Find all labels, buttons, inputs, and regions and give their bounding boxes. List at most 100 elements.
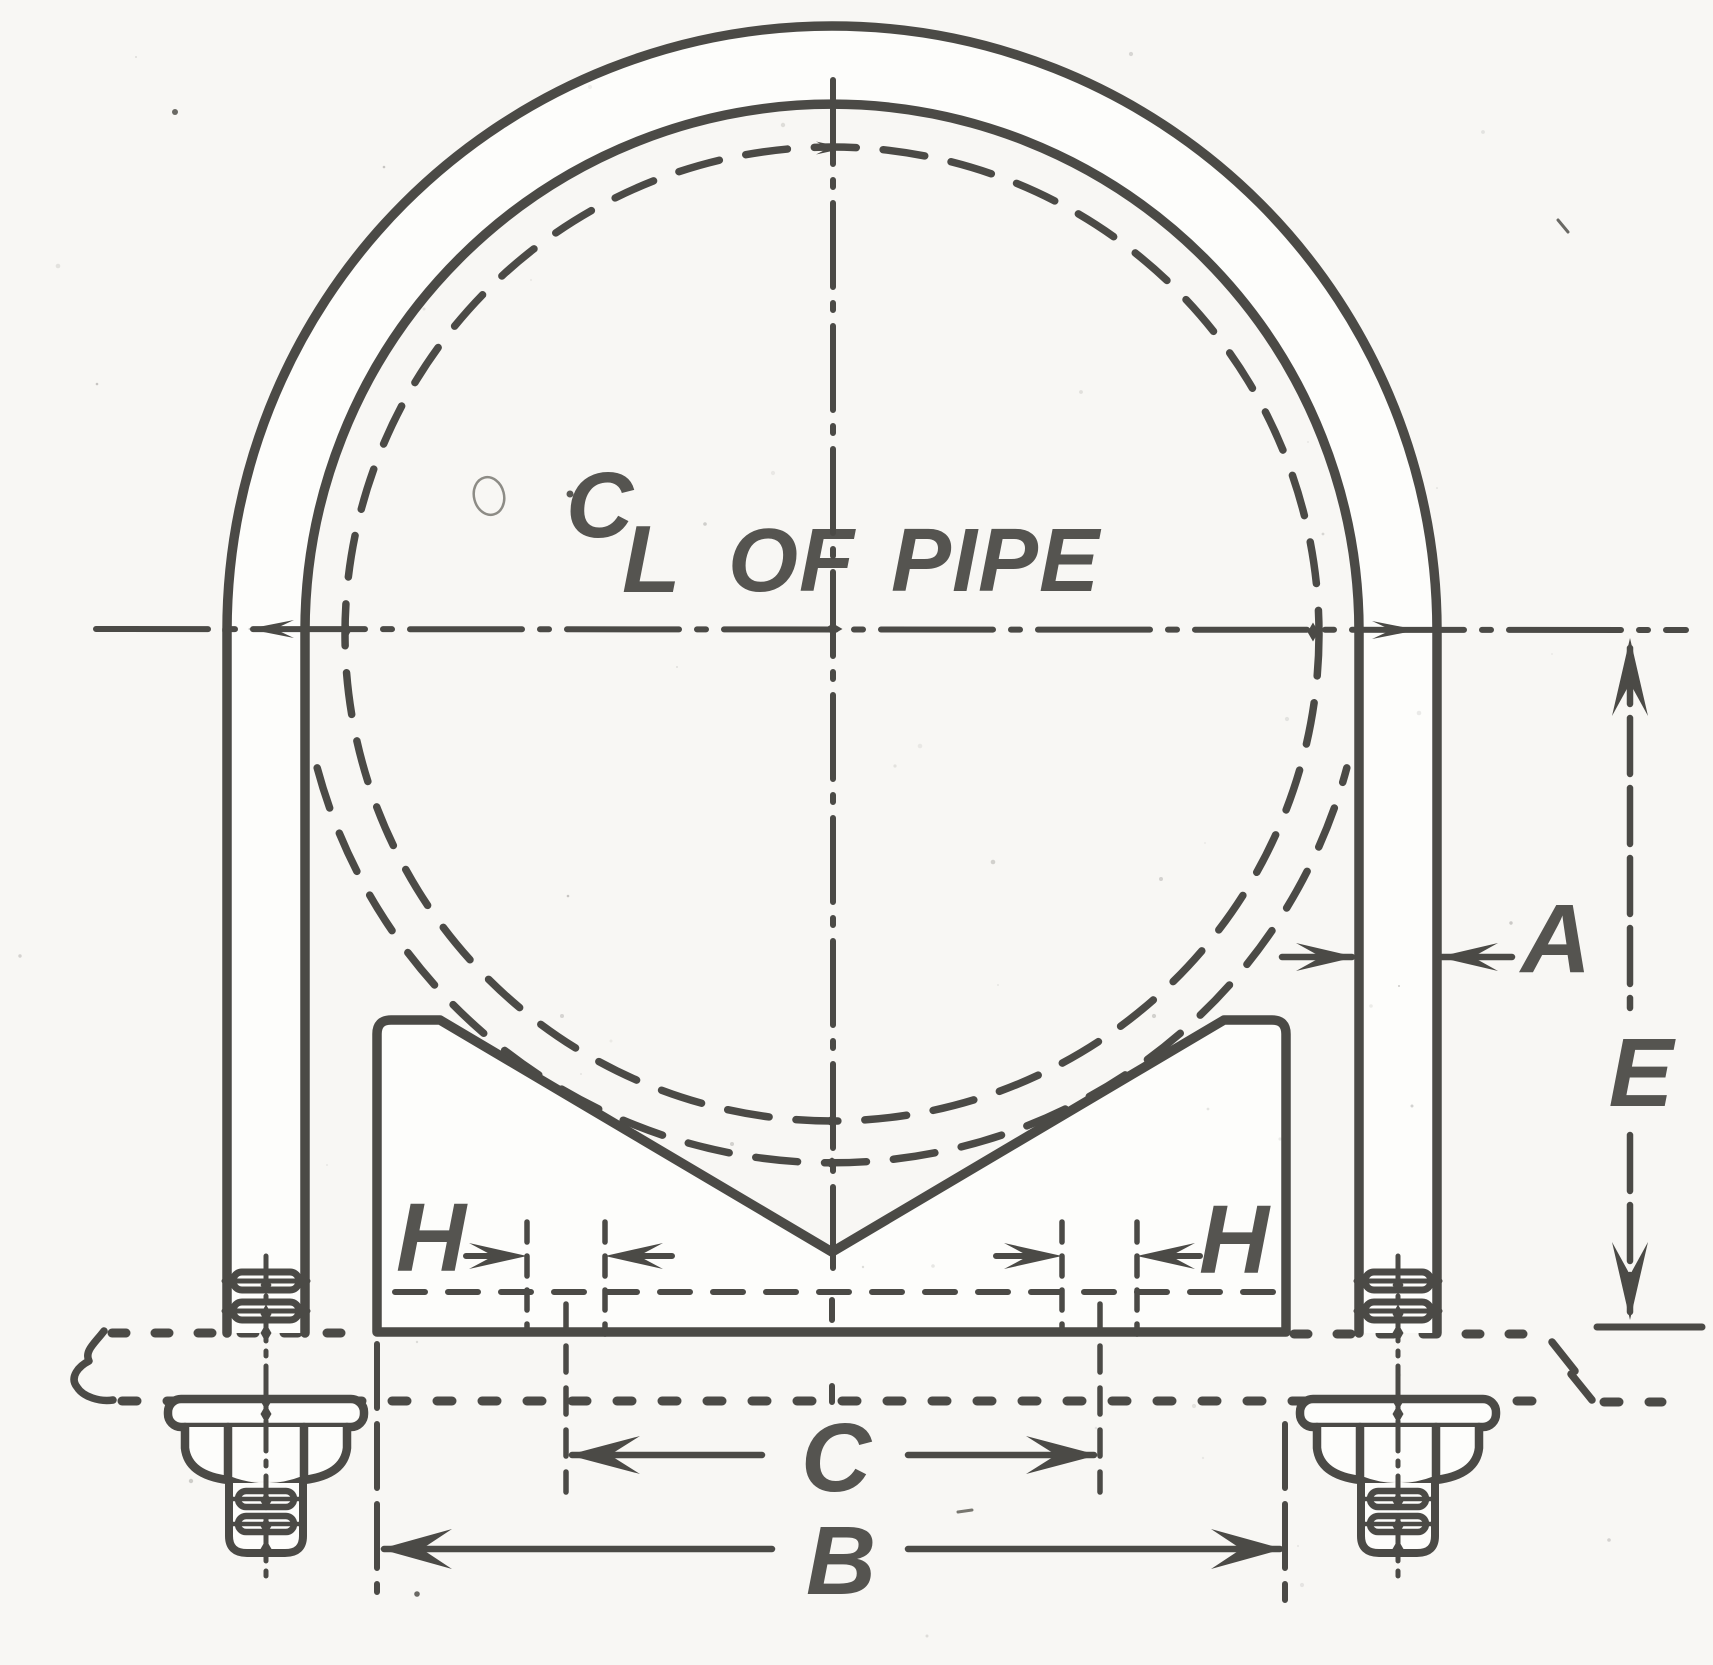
noise-dot [95, 382, 99, 386]
centerline-diamond [260, 1539, 272, 1559]
noise-dot [1299, 1582, 1305, 1588]
plate-break-right [1548, 1338, 1596, 1404]
scan-noise [18, 51, 1611, 1638]
noise-dot [1201, 1456, 1205, 1460]
centerline-diamond [260, 1491, 272, 1511]
noise-dot [135, 56, 137, 58]
centerline-diamond [1392, 1404, 1404, 1424]
centerline-symbol-c: C [566, 453, 635, 557]
arrowhead [1137, 1243, 1195, 1269]
dim-label-h-right: H [1199, 1185, 1271, 1294]
noise-dot [1094, 1426, 1098, 1430]
noise-dot [55, 263, 61, 269]
noise-dot [188, 1478, 194, 1484]
noise-dot [830, 694, 834, 698]
centerline-diamond [1392, 1516, 1404, 1536]
centerline-diamond [822, 1157, 842, 1169]
centerline-diamond [1392, 1323, 1404, 1343]
dim-h-extensions [524, 1219, 1140, 1337]
drawing-labels: C L OF PIPE A E H H C B [396, 453, 1677, 1615]
speck [414, 1591, 420, 1597]
centerline-diamond [1392, 1304, 1404, 1324]
noise-dot [780, 122, 786, 128]
noise-dot [925, 1634, 929, 1638]
noise-dot [730, 1142, 734, 1146]
centerline-diamond [823, 623, 843, 635]
pipe-horizontal-centerline [93, 626, 1689, 633]
dimension-annotations [248, 141, 1706, 1603]
noise-dot [1551, 653, 1553, 655]
noise-dot [1079, 390, 1083, 394]
arrowhead [1372, 621, 1418, 639]
scan-bubble-artifact [472, 475, 506, 517]
arrowhead [1438, 943, 1498, 971]
noise-dot [1509, 921, 1513, 925]
centerline-diamond [260, 1275, 272, 1295]
centerline-diamond [1307, 622, 1319, 642]
arrowhead [469, 1243, 527, 1269]
noise-dot [326, 1164, 328, 1166]
noise-dot [1410, 1104, 1414, 1108]
noise-dot [587, 84, 593, 90]
noise-dot [990, 859, 996, 865]
noise-dot [609, 1039, 613, 1043]
noise-dot [1191, 1403, 1197, 1409]
label-of-pipe: OF PIPE [728, 511, 1102, 611]
noise-dot [1369, 1004, 1373, 1008]
noise-dot [18, 954, 22, 958]
noise-dot [1416, 710, 1422, 716]
arrowhead [1612, 638, 1648, 716]
noise-dot [1128, 51, 1134, 57]
arrowhead [1026, 1436, 1098, 1474]
noise-dot [560, 1014, 564, 1018]
arrowhead [1211, 1529, 1283, 1569]
arrowhead [605, 1243, 663, 1269]
dim-label-h-left: H [396, 1183, 468, 1292]
noise-dot [1296, 1544, 1300, 1548]
arrowhead [380, 1529, 452, 1569]
noise-dot [415, 1340, 419, 1344]
u-bolt-outer-arc [222, 21, 1442, 636]
nut-hex-outline [1312, 1422, 1484, 1492]
noise-dot [1204, 842, 1206, 844]
noise-dot [1206, 1107, 1210, 1111]
arrowhead [1004, 1243, 1062, 1269]
noise-dot [1284, 716, 1290, 722]
speck [956, 1508, 974, 1514]
base-plate-dotted [70, 1327, 1667, 1407]
noise-dot [1321, 532, 1325, 536]
arrowhead [568, 1436, 640, 1474]
arrowhead [1612, 1242, 1648, 1320]
noise-dot [1151, 1013, 1157, 1019]
dim-b-extensions [374, 1341, 1288, 1603]
noise-dot [1436, 487, 1438, 489]
speck [1556, 218, 1570, 234]
centerline-tick-diamonds [260, 620, 1404, 1559]
dim-label-a: A [1519, 884, 1591, 993]
noise-dot [465, 142, 471, 148]
centerline-diamond [260, 1404, 272, 1424]
centerline-diamond [260, 1391, 272, 1411]
noise-dot [382, 165, 386, 169]
centerline-diamond [1392, 1539, 1404, 1559]
noise-dot [917, 743, 923, 749]
noise-dot [1307, 441, 1309, 443]
arrowhead [248, 620, 294, 638]
nut-hex-outline [180, 1422, 352, 1492]
centerline-diamond [260, 1516, 272, 1536]
centerline-diamond [822, 1115, 842, 1127]
noise-dot [580, 1073, 582, 1075]
dim-label-c: C [801, 1403, 873, 1512]
saddle-outline [372, 1015, 1291, 1337]
centerline-diamond [1392, 1491, 1404, 1511]
noise-dot [770, 470, 776, 476]
noise-dot [676, 666, 678, 668]
noise-dot [1159, 877, 1163, 881]
arrowhead [1296, 943, 1356, 971]
arrowhead [816, 141, 846, 155]
centerline-diamond [260, 1323, 272, 1343]
centerline-symbol-l: L [622, 506, 681, 613]
dimension-arrowheads [248, 141, 1648, 1569]
